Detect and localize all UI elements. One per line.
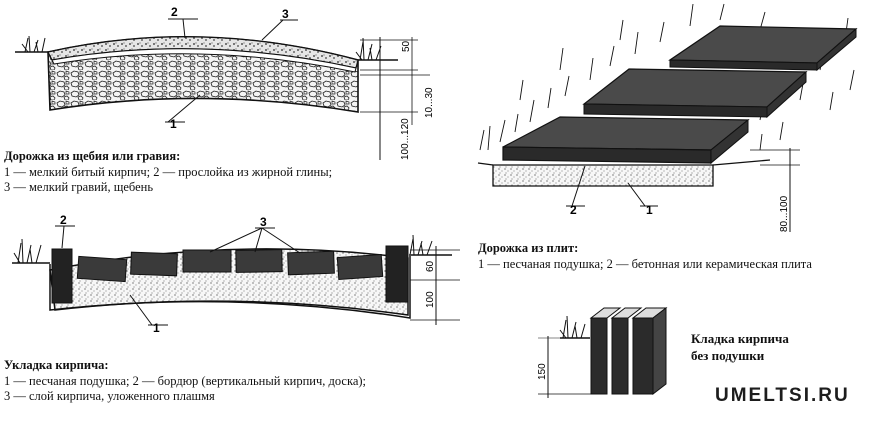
- figure1-legend-line1: 1 — мелкий битый кирпич; 2 — прослойка и…: [4, 164, 333, 179]
- grass-tuft: [355, 37, 382, 61]
- vertical-brick: [632, 317, 654, 395]
- sand-cushion: [492, 164, 714, 187]
- figure1-drawing: [15, 18, 430, 160]
- fig2-dim-100: 100: [425, 291, 436, 308]
- fig4-dim-150: 150: [537, 363, 548, 380]
- fig3-label-2: 2: [570, 203, 577, 217]
- border-right: [385, 245, 409, 303]
- border-left: [51, 248, 73, 304]
- vertical-brick: [590, 317, 608, 395]
- figure1-caption: Дорожка из щебия или гравия: 1 — мелкий …: [4, 149, 332, 196]
- figure4-drawing: [538, 306, 668, 398]
- trench-outline: [49, 254, 411, 319]
- fig3-label-1: 1: [646, 203, 653, 217]
- figure3-legend-line1: 1 — песчаная подушка; 2 — бетонная или к…: [478, 256, 812, 271]
- fig1-label-3: 3: [282, 7, 289, 21]
- figure3-title: Дорожка из плит:: [478, 241, 579, 255]
- grass-tuft: [409, 234, 433, 256]
- figure4-title-line2: без подушки: [691, 348, 765, 363]
- slab-front-top: [502, 116, 750, 151]
- ground-line: [477, 159, 771, 166]
- figure3-caption: Дорожка из плит: 1 — песчаная подушка; 2…: [478, 241, 812, 272]
- figure1-legend-line2: 3 — мелкий гравий, щебень: [4, 180, 154, 194]
- grass-tuft: [559, 315, 586, 339]
- flat-bricks: [76, 249, 384, 283]
- fig1-dim-100-120: 100...120: [400, 118, 411, 160]
- figure1-title: Дорожка из щебия или гравия:: [4, 149, 181, 163]
- figure2-legend-line1: 1 — песчаная подушка; 2 — бордюр (вертик…: [4, 373, 367, 388]
- slab-front-side: [502, 146, 712, 164]
- fig1-label-1: 1: [170, 117, 177, 131]
- figure2-caption: Укладка кирпича: 1 — песчаная подушка; 2…: [4, 358, 366, 405]
- figure2-legend-line2: 3 — слой кирпича, уложенного плашмя: [4, 389, 215, 403]
- figure2-title: Укладка кирпича:: [4, 358, 109, 372]
- fig1-dim-50: 50: [401, 40, 412, 52]
- clay-interlayer: [51, 48, 357, 73]
- watermark: UMELTSI.RU: [715, 385, 850, 406]
- grass-tuft: [13, 238, 42, 264]
- fig1-dim-10-30: 10...30: [424, 87, 435, 118]
- fig2-label-1: 1: [153, 321, 160, 335]
- vertical-brick: [611, 317, 629, 395]
- fig2-dim-60: 60: [425, 260, 436, 272]
- fig3-dim-80-100: 80...100: [779, 195, 790, 232]
- figure4-title-line1: Кладка кирпича: [691, 331, 789, 346]
- fig1-label-2: 2: [171, 5, 178, 19]
- figure2-drawing: [12, 225, 460, 326]
- figure3-drawing: [477, 3, 858, 232]
- figure4-caption: Кладка кирпича без подушки: [691, 330, 789, 364]
- fig2-label-3: 3: [260, 215, 267, 229]
- fig2-label-2: 2: [60, 213, 67, 227]
- grass-tuft: [21, 35, 46, 53]
